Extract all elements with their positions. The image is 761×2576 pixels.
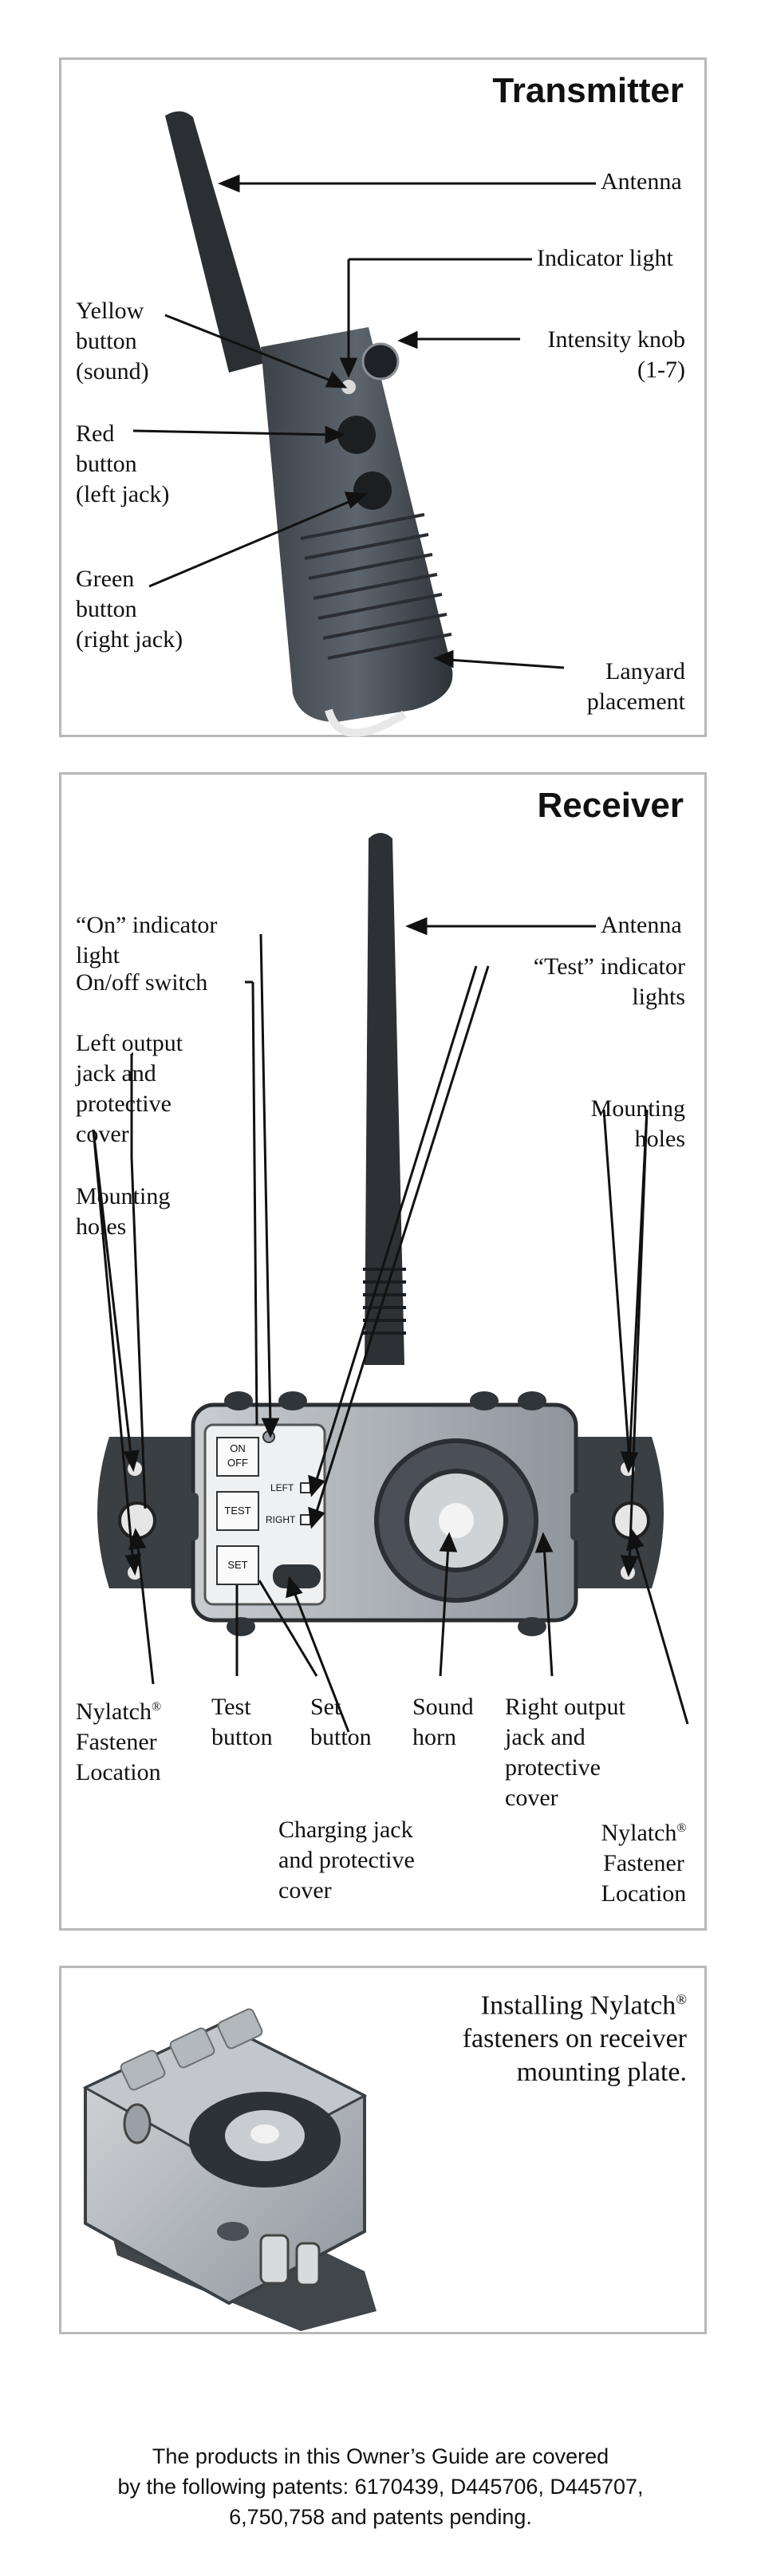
right-panel-mark: RIGHT	[266, 1514, 296, 1525]
test-indicator-label: “Test” indicator lights	[533, 953, 685, 1010]
yellow-button-icon	[341, 380, 356, 394]
charging-jack-icon	[273, 1564, 321, 1588]
mounting-holes-right-label: Mounting holes	[590, 1095, 685, 1152]
nylatch-left-label: Nylatch®Fastener Location	[76, 1698, 162, 1785]
red-button-icon	[337, 416, 376, 454]
indicator-light-label: Indicator light	[537, 245, 673, 271]
green-button-label: Green button (right jack)	[76, 566, 183, 653]
right-output-jack-label: Right output jack and protective cover	[505, 1694, 625, 1811]
patent-notice: The products in this Owner’s Guide are c…	[117, 2444, 644, 2529]
sound-horn-label: Sound horn	[412, 1694, 474, 1750]
left-output-jack-label: Left output jack and protective cover	[76, 1030, 183, 1147]
install-illustration	[82, 2008, 377, 2331]
yellow-button-label: Yellow button (sound)	[76, 298, 149, 385]
test-button: TEST	[216, 1491, 259, 1531]
receiver-heading: Receiver	[537, 786, 684, 825]
receiver-antenna-label: Antenna	[601, 912, 682, 938]
left-output-jack-icon	[181, 1493, 199, 1540]
set-button: SET	[216, 1545, 259, 1585]
lanyard-placement-label: Lanyard placement	[586, 658, 685, 715]
charging-jack-label: Charging jack and protective cover	[278, 1817, 415, 1903]
right-output-jack-icon	[570, 1493, 588, 1540]
install-caption: Installing Nylatch®fasteners on receiver…	[462, 1990, 687, 2088]
red-button-label: Red button (left jack)	[76, 420, 170, 507]
nylatch-fastener-icon	[259, 2234, 290, 2285]
transmitter-panel: Transmitter	[59, 57, 707, 737]
set-button-label: Set button	[310, 1694, 372, 1750]
green-button-icon	[353, 471, 392, 510]
on-off-switch-label: On/off switch	[76, 969, 208, 996]
mounting-holes-left-label: Mounting holes	[76, 1183, 171, 1240]
right-test-light-icon	[300, 1514, 311, 1525]
left-panel-mark: LEFT	[270, 1482, 294, 1493]
transmitter-antenna-label: Antenna	[601, 168, 682, 195]
on-off-switch: ON OFF	[216, 1437, 259, 1477]
left-test-light-icon	[300, 1482, 311, 1493]
transmitter-heading: Transmitter	[492, 71, 684, 110]
intensity-knob-icon	[361, 342, 400, 381]
receiver-panel: Receiver	[59, 772, 707, 1931]
nylatch-right-label: Nylatch®Fastener Location	[601, 1820, 687, 1907]
intensity-knob-label: Intensity knob (1-7)	[547, 326, 686, 383]
on-indicator-label: “On” indicator light	[76, 912, 218, 968]
receiver-illustration	[92, 833, 689, 1733]
install-panel: Installing Nylatch®fasteners on receiver…	[59, 1966, 707, 2334]
transmitter-illustration	[132, 111, 596, 737]
test-button-label: Test button	[211, 1694, 273, 1750]
